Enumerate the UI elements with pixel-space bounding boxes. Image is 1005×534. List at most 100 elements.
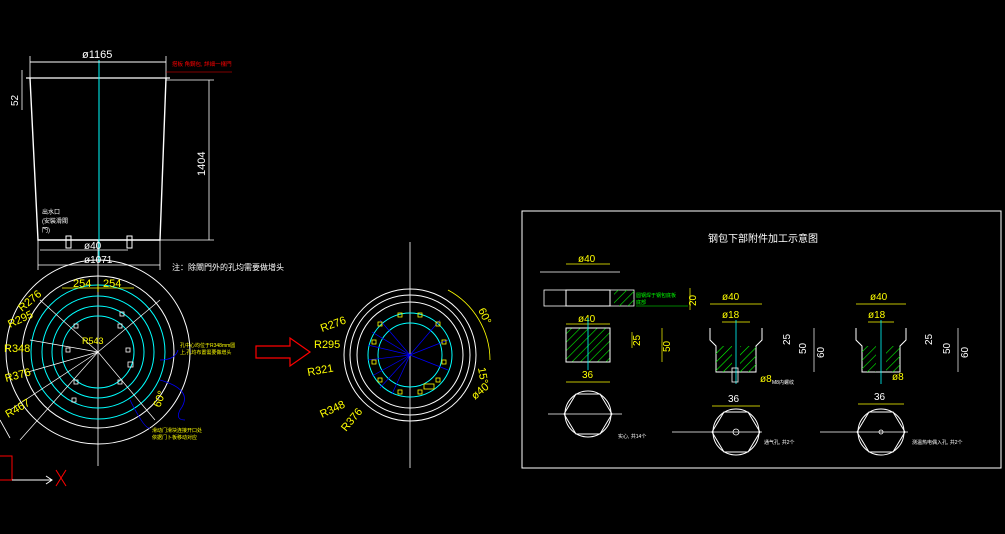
detail-part-3: ø40 ø18 25 50 60 ø8 36 测温热电偶入孔, 共2个 xyxy=(820,292,971,456)
detail-frame xyxy=(521,210,1002,469)
part1-boss xyxy=(565,289,611,307)
part2-hex-hole xyxy=(732,428,740,436)
plan-left-ring-r295 xyxy=(51,305,145,399)
plan-left-254-a: 254 xyxy=(73,278,91,290)
part2-hex-circle xyxy=(712,408,760,456)
part1-green-note-1: 圆钢焊于钢包底板 xyxy=(636,292,676,299)
part2-dim-50: 50 xyxy=(798,342,809,354)
transition-arrow xyxy=(255,336,312,368)
part1-dim-36: 36 xyxy=(582,370,594,381)
red-arrow-shape xyxy=(255,336,312,368)
plan-left-ring-r376 xyxy=(21,275,175,429)
part2-vent-pin xyxy=(731,367,739,383)
blue-leader-2 xyxy=(129,399,151,429)
part2-dim-8: ø8 xyxy=(760,374,772,385)
plan-left-60deg: 60° xyxy=(152,389,169,409)
part2-dim-36: 36 xyxy=(728,394,740,405)
part3-hex-circle xyxy=(857,408,905,456)
top-diameter-label: ø1165 xyxy=(82,49,112,61)
plan-left-ring-r467 xyxy=(5,259,191,445)
part1-hex-note: 实心, 共14个 xyxy=(618,433,646,440)
plan-right-60deg-arc xyxy=(447,289,491,361)
part1-hex-shape xyxy=(563,393,613,435)
part3-dim-25: 25 xyxy=(924,333,935,345)
plan-left-ring-r321 xyxy=(41,295,155,409)
part3-hatch-right xyxy=(886,346,900,372)
plan-view-right: R276 R295 R321 R348 R376 60° 15° ø40 xyxy=(306,242,493,468)
part2-dim-18: ø18 xyxy=(722,310,740,321)
part1-hatch-small xyxy=(614,290,634,306)
part2-dim-40: ø40 xyxy=(722,292,740,303)
total-height-label: 1404 xyxy=(196,152,208,176)
plan-right-ring-r276 xyxy=(377,322,443,388)
part2-hex-note: 通气孔, 共2个 xyxy=(764,439,795,446)
plan-left-note-1: 孔中心均位于R348mm圆 xyxy=(180,342,235,349)
part1-dim-40: ø40 xyxy=(578,314,596,325)
bottom-hole-right xyxy=(126,235,133,249)
plan-right-r321: R321 xyxy=(306,363,334,379)
blue-leader-3 xyxy=(159,379,186,421)
plan-right-ring-r376 xyxy=(343,288,477,422)
plan-right-r348: R348 xyxy=(318,399,347,421)
bottom-hole-left xyxy=(65,235,72,249)
plan-right-r295: R295 xyxy=(314,339,340,351)
part3-hex-hole xyxy=(878,429,884,435)
part2-side-note: M8内螺纹 xyxy=(772,379,794,386)
plan-right-ø40: ø40 xyxy=(469,381,491,402)
part1-dim-25: 25 xyxy=(632,334,643,346)
ucs-icon xyxy=(0,455,67,487)
part3-hatch-left xyxy=(862,346,876,372)
plan-right-fan-lines xyxy=(367,319,449,395)
plan-left-r295: R295 xyxy=(6,309,35,331)
blue-leader-1 xyxy=(159,349,179,361)
part3-dim-60: 60 xyxy=(960,346,971,358)
detail-panel: 钢包下部附件加工示意图 ø40 圆钢焊于钢包底板 底部 20 ø40 25 50… xyxy=(521,210,1002,469)
red-top-note: 搭板 角鋼包, 詳細一樣門 xyxy=(172,60,232,68)
bottom-note: 注：除閘門外的孔均需要做增头 xyxy=(172,262,284,272)
plan-left-r467: R467 xyxy=(4,397,33,421)
part3-dim-8: ø8 xyxy=(892,372,904,383)
part2-hatch-left xyxy=(716,346,732,372)
outlet-note-1: 出水口 xyxy=(42,208,60,216)
plan-right-r276: R276 xyxy=(319,315,348,335)
plan-left-note-4: 依据门卜板移动对应 xyxy=(152,434,197,441)
part2-dim-25: 25 xyxy=(782,333,793,345)
part3-hex-shape xyxy=(856,411,906,453)
plan-left-r543: R543 xyxy=(82,336,104,346)
outlet-note-2: (安裝滑閥 xyxy=(42,217,68,225)
part3-dim-36: 36 xyxy=(874,392,886,403)
part2-dim-60: 60 xyxy=(816,346,827,358)
detail-part-1: ø40 圆钢焊于钢包底板 底部 20 ø40 25 50 36 实心, 共14个 xyxy=(540,254,699,440)
plan-left-ring-r276 xyxy=(61,315,135,389)
part1-hex-circle xyxy=(564,390,612,438)
part2-hex-shape xyxy=(711,411,761,453)
plan-right-holes xyxy=(371,312,447,395)
part1-dim-50: 50 xyxy=(662,340,673,352)
plan-right-ring-r321 xyxy=(356,301,464,409)
plan-right-60deg: 60° xyxy=(475,306,493,326)
plan-left-note-2: 上,孔均布置需要做增头 xyxy=(180,349,231,356)
part3-dim-40: ø40 xyxy=(870,292,888,303)
part3-dim-18: ø18 xyxy=(868,310,886,321)
part3-hex-note: 测温热电偶入孔, 共2个 xyxy=(912,439,963,446)
plan-left-254-b: 254 xyxy=(103,278,121,290)
plan-right-15deg: 15° xyxy=(475,366,490,384)
detail-title: 钢包下部附件加工示意图 xyxy=(708,232,818,245)
part1-green-note-2: 底部 xyxy=(636,299,646,306)
outlet-note-3: 門) xyxy=(42,227,50,234)
plan-right-ring-r295 xyxy=(367,312,453,398)
plan-left-radial-lines xyxy=(9,299,161,441)
part3-dim-50: 50 xyxy=(942,342,953,354)
rim-height-label: 52 xyxy=(10,94,21,106)
hole-diameter-label: ø40 xyxy=(84,241,102,252)
part1-top-dim: ø40 xyxy=(578,254,596,265)
detail-part-2: ø40 ø18 25 50 60 ø8 M8内螺纹 36 通气孔, 共2个 xyxy=(672,292,827,456)
part2-hatch-right xyxy=(740,346,756,372)
plan-left-r348: R348 xyxy=(4,343,30,355)
leader-line xyxy=(0,419,11,439)
elevation-view: ø1165 52 1404 搭板 角鋼包, 詳細一樣門 出水口 (安裝滑閥 門)… xyxy=(10,49,284,272)
part1-dim-20: 20 xyxy=(688,294,699,306)
plan-left-holes xyxy=(65,311,134,403)
plan-right-ring-r348 xyxy=(349,294,471,416)
